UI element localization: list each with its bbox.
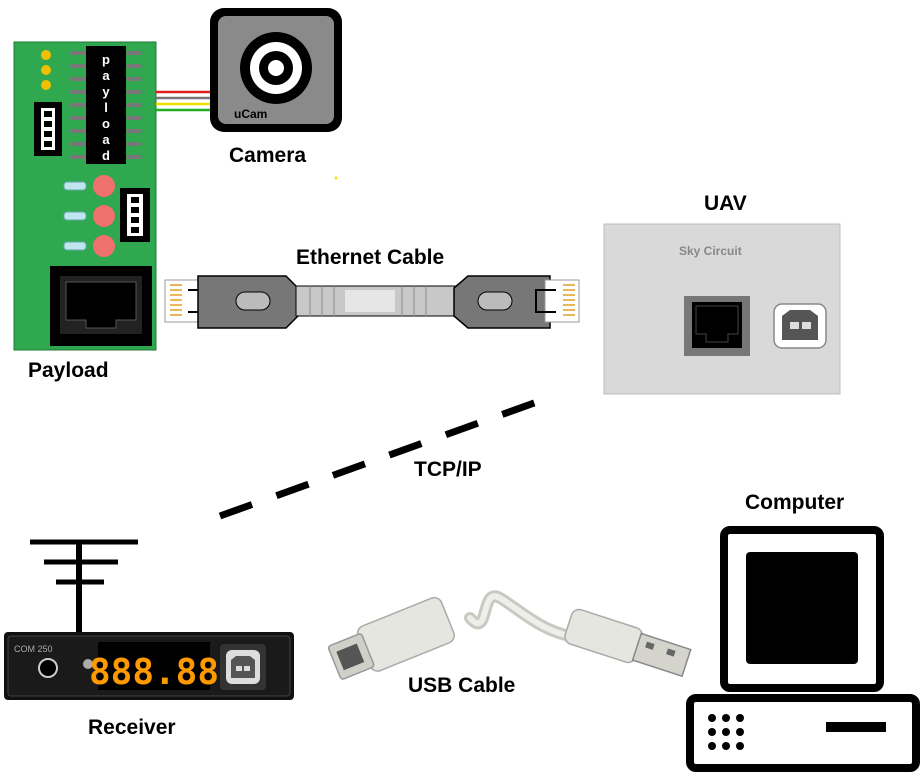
chip-letter: o — [102, 116, 110, 131]
stray-dot — [334, 176, 338, 180]
ethernet-cable-icon — [164, 275, 580, 329]
screen — [746, 552, 858, 664]
chip-letter: a — [102, 68, 110, 83]
computer-icon — [686, 526, 920, 772]
led-icon — [63, 241, 87, 251]
receiver-display-value: 888.88 — [89, 652, 219, 693]
header-connector — [120, 188, 150, 242]
usb-port-icon — [220, 644, 266, 690]
tcpip-link — [218, 394, 550, 520]
led-icon — [41, 65, 51, 75]
camera-wires — [156, 90, 212, 112]
payload-board: p a y l o a d — [13, 41, 157, 351]
camera-icon — [210, 8, 342, 132]
payload-chip — [86, 46, 126, 164]
chip-letter: l — [104, 100, 108, 115]
led-icon — [41, 50, 51, 60]
drive-slot — [826, 722, 886, 732]
switch-icon — [83, 659, 93, 669]
knob-icon — [38, 658, 58, 678]
camera-label: Camera — [229, 144, 306, 167]
chip-letter: y — [102, 84, 110, 99]
receiver-label: Receiver — [88, 716, 176, 739]
chip-letter: d — [102, 148, 110, 163]
chip-letter: a — [102, 132, 110, 147]
uav-box — [603, 223, 841, 395]
ethernet-port-icon — [684, 296, 750, 356]
receiver-model-label: COM 250 — [14, 644, 53, 654]
usb-port-icon — [773, 303, 827, 349]
led-icon — [41, 80, 51, 90]
button-icon — [93, 175, 115, 197]
system-unit-icon — [686, 694, 920, 772]
usb-cable-label: USB Cable — [408, 674, 515, 697]
payload-label: Payload — [28, 359, 109, 382]
computer-label: Computer — [745, 491, 844, 514]
chip-pins — [70, 51, 142, 159]
chip-letter: p — [102, 52, 110, 67]
usb-cable-icon — [327, 590, 692, 680]
button-icon — [93, 205, 115, 227]
button-icon — [93, 235, 115, 257]
antenna-icon — [30, 539, 138, 632]
ethernet-port-icon — [50, 266, 152, 346]
frequency-display — [98, 642, 210, 690]
uav-brand-label: Sky Circuit — [679, 244, 742, 258]
led-icon — [63, 181, 87, 191]
camera-brand-label: uCam — [234, 107, 267, 121]
ethernet-cable-label: Ethernet Cable — [296, 246, 444, 269]
uav-label: UAV — [704, 192, 747, 215]
receiver-device — [4, 632, 294, 700]
header-connector — [34, 102, 62, 156]
tcpip-label: TCP/IP — [414, 458, 482, 481]
led-icon — [63, 211, 87, 221]
